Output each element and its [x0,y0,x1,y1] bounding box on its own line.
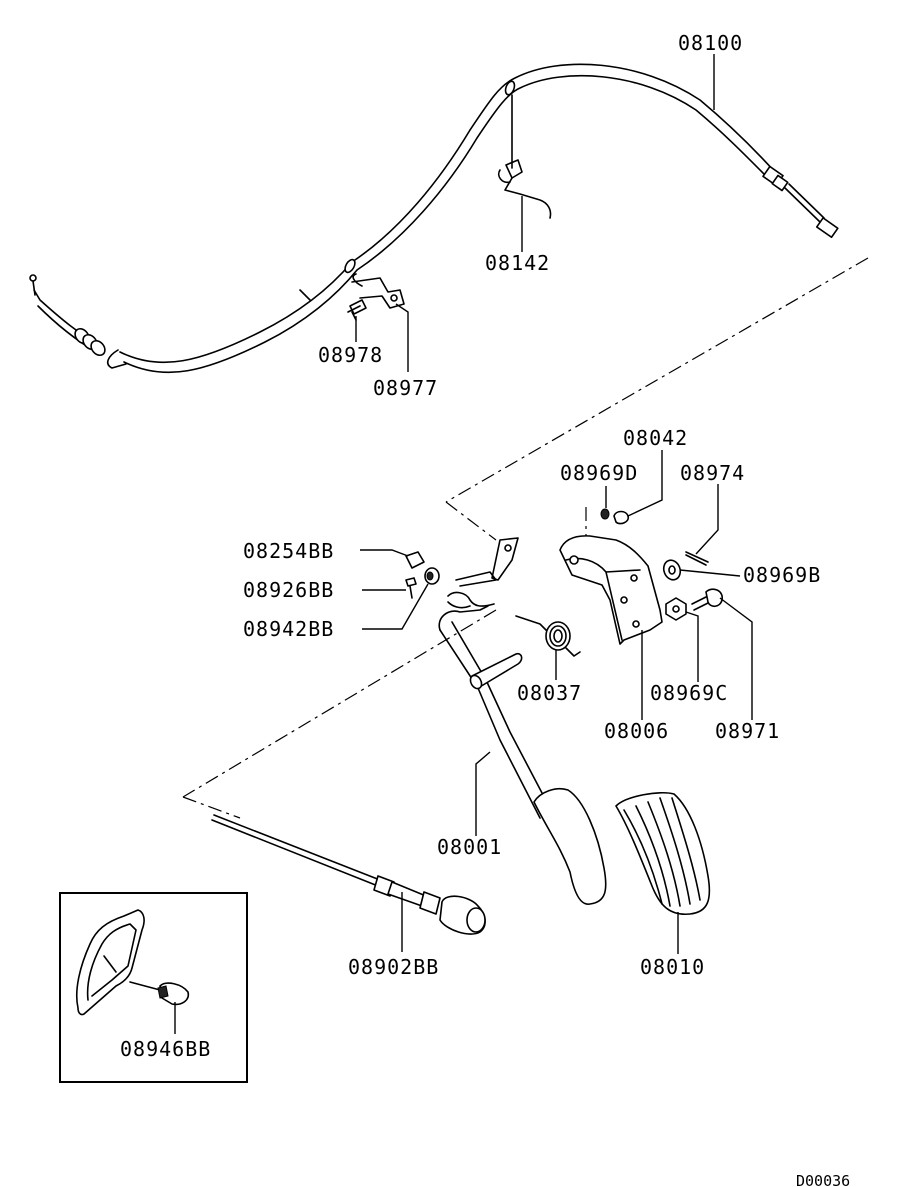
label-clip-upper: 08142 [485,251,550,275]
top-nut [613,510,630,525]
label-nut-top: 08042 [623,426,688,450]
mount-bolt [347,299,367,321]
label-cable-main: 08100 [678,31,743,55]
cotter-pin [685,551,709,566]
phantom-lines [182,257,869,819]
e-clip [600,508,610,520]
label-bracket-pedal: 08006 [604,719,669,743]
label-washer-b: 08969B [743,563,821,587]
stopper-bushing [424,567,440,585]
label-stopper-bb: 08254BB [243,539,334,563]
label-screw-bb: 08926BB [243,578,334,602]
pedal-mount-bracket [559,535,663,645]
label-hand-throttle: 08902BB [348,955,439,979]
accelerator-pedal-pad [615,791,711,915]
accelerator-cable [29,63,839,374]
label-inset-fastener: 08946BB [120,1037,211,1061]
hex-nut [665,597,687,621]
accelerator-pedal-arm [438,537,607,905]
label-pin: 08974 [680,461,745,485]
label-clip-d: 08969D [560,461,638,485]
cable-clip-bracket [497,94,552,219]
diagram-reference-code: D00036 [796,1172,850,1187]
detail-inset [59,892,248,1083]
return-spring [515,615,581,657]
label-nut-c: 08969C [650,681,728,705]
cable-mount-bracket [351,273,405,309]
flat-washer [662,559,682,581]
hand-throttle-cable [211,814,486,935]
label-pedal-arm: 08001 [437,835,502,859]
label-spring: 08037 [517,681,582,705]
pivot-bolt [691,588,723,611]
leader-lines [174,54,753,1034]
label-bushing-bb: 08942BB [243,617,334,641]
pedal-stopper [405,551,425,569]
label-bolt-small: 08978 [318,343,383,367]
label-pedal-pad: 08010 [640,955,705,979]
label-bracket-small: 08977 [373,376,438,400]
label-bolt-pivot: 08971 [715,719,780,743]
stopper-screw [405,577,417,599]
part-labels: 08100 08142 08978 08977 08042 08969D 089… [120,31,850,1187]
